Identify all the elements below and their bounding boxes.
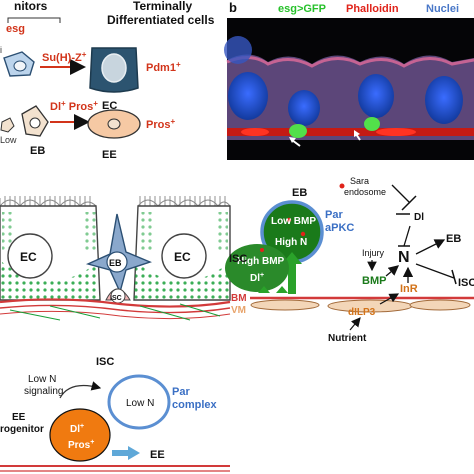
low-label: Low (0, 135, 17, 145)
gfp-cell-1 (289, 124, 307, 138)
injury-label: Injury (362, 248, 385, 258)
eb-label: EB (30, 145, 45, 157)
bmp-label: BMP (362, 275, 386, 287)
isc-signaling-label-visible: ISC (229, 253, 247, 265)
low-bmp-label: Low BMP (271, 216, 316, 227)
phalloidin-bright-1 (241, 128, 269, 136)
gfp-cell-2 (364, 117, 380, 131)
legend-phalloidin: Phalloidin (346, 3, 399, 15)
n-to-eb-arrow (416, 240, 444, 254)
eb-label: EB (109, 258, 122, 268)
pros-label: Pros+ (146, 117, 175, 131)
bmp-arrow (386, 266, 398, 276)
dilp3-label: dILP3 (348, 307, 376, 318)
suh-label: Su(H)-Z+ (42, 50, 87, 64)
nucleus-5 (224, 36, 252, 64)
isc-target-label: ISC (458, 277, 474, 289)
ee-nucleus (108, 119, 120, 129)
eb-signaling-label: EB (292, 187, 307, 199)
panel-letter: b (229, 0, 237, 15)
ee-progenitor-line1: EE (12, 412, 26, 423)
dl-pros-label: Dl+ Pros+ (50, 99, 98, 113)
endosome-label: endosome (344, 187, 386, 197)
nucleus-2 (288, 90, 320, 126)
ec-right-label: EC (174, 250, 191, 264)
par-complex-line2: complex (172, 399, 218, 411)
pdm1-label: Pdm1+ (146, 60, 181, 74)
high-n-label: High N (275, 237, 307, 248)
ee-progenitor-cell-orange (50, 409, 110, 461)
vm-cell-3 (410, 300, 470, 310)
curved-arrow (60, 386, 100, 398)
ee-progenitor-line2: rogenitor (0, 424, 44, 435)
i-label: i (0, 45, 2, 55)
isc-bottom-label: ISC (96, 356, 114, 368)
sara-inhibit-bar (402, 196, 416, 210)
green-arrow-shaft (288, 262, 296, 294)
signaling-panel: Low BMP High N EB High BMP Dl+ ISC Par a… (225, 176, 474, 344)
esg-label: esg (6, 23, 25, 35)
ee-arrow-shaft (112, 450, 128, 456)
par-label: Par (325, 209, 343, 221)
low-n-label: Low N (126, 398, 154, 409)
progenitors-header: nitors (14, 0, 48, 13)
isc-dot (260, 248, 264, 252)
ee-target-label: EE (150, 449, 165, 461)
isc-fragment (1, 118, 14, 132)
vm-label: VM (231, 305, 246, 316)
apical-edge-right (138, 200, 230, 206)
dl-inhibitor-label: Dl (414, 212, 424, 223)
isc-signaling-cell (225, 244, 289, 292)
ec-left-label: EC (20, 250, 37, 264)
low-n-signaling-line1: Low N (28, 374, 56, 385)
eb-target-label: EB (446, 233, 461, 245)
bm-label: BM (231, 293, 247, 304)
apical-edge-left (0, 200, 96, 206)
legend-esg: esg>GFP (278, 3, 326, 15)
nutrient-label: Nutrient (328, 333, 367, 344)
sara-inhibit-line (392, 185, 410, 203)
n-label: N (398, 249, 410, 266)
nucleus-3 (358, 74, 394, 118)
n-to-isc-line (416, 264, 454, 278)
ee-arrow-head (128, 446, 140, 460)
nutrient-arrow (350, 318, 360, 330)
isc-label: ISC (110, 295, 122, 302)
sara-label: Sara (350, 176, 369, 186)
low-n-signaling-line2: signaling (24, 386, 63, 397)
progenitor-nucleus (14, 61, 26, 71)
lineage-panel: nitors Terminally Differentiated cells e… (0, 0, 215, 161)
dl-inhibit-line (404, 226, 410, 246)
small-green-arrow-2 (276, 286, 288, 293)
terminal-header-line1: Terminally (133, 0, 192, 13)
ee-label: EE (102, 149, 117, 161)
terminal-header-line2: Differentiated cells (107, 13, 215, 27)
nucleus-1 (228, 72, 268, 120)
epithelium-panel: EC EC EB ISC (0, 196, 230, 320)
phalloidin-bright-2 (376, 128, 416, 136)
apkc-label: aPKC (325, 222, 354, 234)
asymmetric-division-panel: ISC Low N signaling Low N Par complex EE… (0, 356, 230, 471)
eb-dot-2 (301, 232, 305, 236)
par-complex-line1: Par (172, 386, 190, 398)
micrograph-panel: b esg>GFP Phalloidin Nuclei (224, 0, 474, 160)
legend-nuclei: Nuclei (426, 3, 459, 15)
inr-label: InR (400, 283, 418, 295)
ec-nucleus (102, 54, 126, 82)
nucleus-4 (425, 76, 463, 124)
vm-cell-1 (251, 300, 319, 310)
ee-progenitor-nucleus (30, 118, 40, 128)
